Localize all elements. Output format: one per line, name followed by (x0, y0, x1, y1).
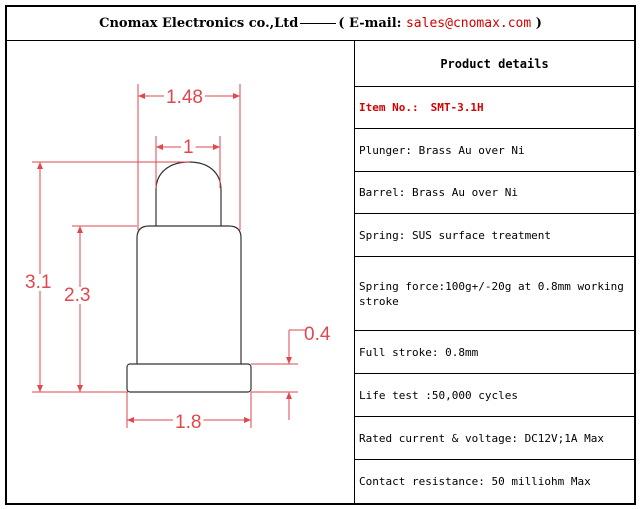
spec-row-spring: Spring: SUS surface treatment (359, 228, 552, 242)
barrel-body (136, 225, 242, 364)
pogo-pin-drawing: 1.48 1 3.1 2.3 0.4 1.8 (23, 84, 331, 433)
row-divider (354, 256, 635, 257)
row-divider (354, 459, 635, 460)
dim-tip-width: 1 (183, 137, 194, 158)
frame-right (634, 5, 636, 505)
dim-base-width: 1.8 (175, 412, 201, 433)
dim-label-backdrop (164, 89, 205, 106)
dim-label-backdrop (181, 139, 196, 156)
column-divider (354, 40, 355, 504)
dim-label-backdrop (173, 414, 204, 431)
company-name: Cnomax Electronics co.,Ltd (99, 16, 299, 31)
details-title: Product details (440, 56, 549, 71)
spec-row-spring-force: Spring force:100g+/-20g at 0.8mm working… (359, 279, 624, 308)
spec-row-life-test: Life test :50,000 cycles (359, 388, 518, 402)
dim-base-height: 0.4 (304, 324, 331, 345)
item-number-value: SMT-3.1H (430, 101, 484, 114)
dim-label-backdrop (23, 274, 54, 291)
dim-barrel-height: 2.3 (64, 285, 90, 306)
header-dash (300, 23, 337, 24)
row-divider (354, 373, 635, 374)
email-address: sales@cnomax.com (405, 16, 532, 31)
header-divider (5, 40, 636, 41)
dim-label-backdrop (62, 287, 93, 304)
email-prefix: ( E-mail: (338, 16, 402, 31)
plunger-tip (155, 161, 222, 226)
dim-top-width: 1.48 (166, 87, 203, 108)
row-divider (354, 171, 635, 172)
row-divider (354, 416, 635, 417)
frame-top (5, 5, 636, 7)
item-number-row: Item No.: SMT-3.1H (357, 87, 632, 128)
spec-row-rating: Rated current & voltage: DC12V;1A Max (359, 431, 605, 445)
row-divider (354, 330, 635, 331)
frame-left (5, 5, 7, 505)
spec-row-plunger: Plunger: Brass Au over Ni (359, 143, 525, 157)
row-divider (354, 128, 635, 129)
dim-total-height: 3.1 (25, 272, 51, 293)
spec-row-full-stroke: Full stroke: 0.8mm (359, 345, 479, 359)
base-flange (126, 363, 252, 393)
spec-row-barrel: Barrel: Brass Au over Ni (359, 186, 518, 199)
pin-outline (126, 161, 252, 393)
email-suffix: ) (535, 16, 542, 31)
spec-row-contact-resistance: Contact resistance: 50 milliohm Max (359, 475, 591, 488)
row-divider (354, 86, 635, 87)
page-header: Cnomax Electronics co.,Ltd ( E-mail: sal… (7, 7, 634, 40)
row-divider (354, 213, 635, 214)
frame-bottom (5, 503, 636, 505)
item-number-label: Item No.: (359, 101, 419, 114)
dimension-lines (32, 84, 306, 428)
